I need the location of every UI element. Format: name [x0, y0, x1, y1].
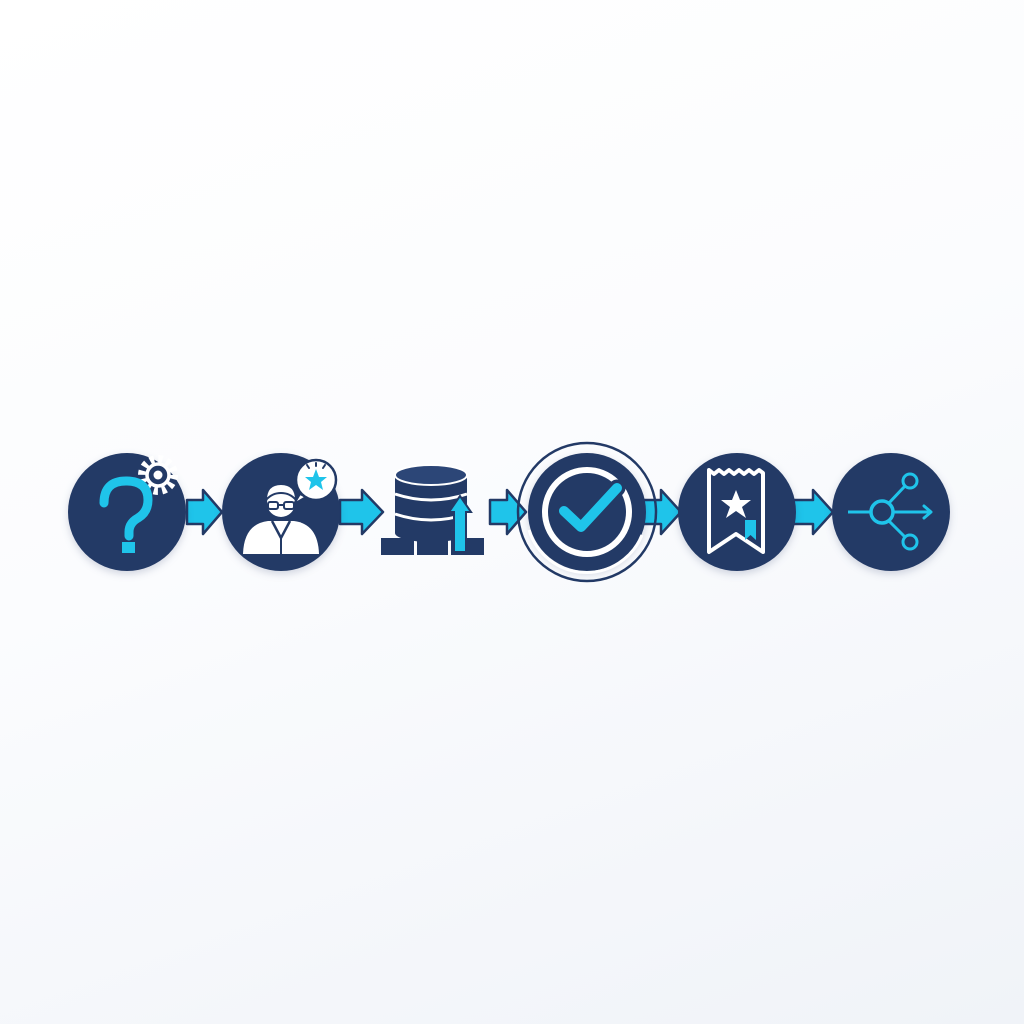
step-question — [68, 453, 186, 571]
arrow-right-icon — [185, 488, 224, 536]
step-circle — [832, 453, 950, 571]
step-checkmark — [516, 441, 658, 583]
gear-icon — [138, 455, 178, 495]
server-blocks-icon — [381, 538, 484, 555]
step-person — [222, 453, 340, 571]
ribbon-badge-icon — [707, 468, 765, 554]
question-mark-icon — [99, 476, 153, 553]
arrow-right-icon — [638, 488, 683, 536]
step-share — [832, 453, 950, 571]
arrow-right-icon — [791, 488, 835, 536]
arrow-right-icon — [488, 488, 528, 536]
step-badge — [678, 453, 796, 571]
person-icon — [243, 482, 319, 554]
share-network-icon — [848, 472, 933, 551]
outer-ring — [516, 441, 658, 583]
upload-arrow-icon — [447, 494, 473, 553]
arrow-right-icon — [338, 488, 385, 536]
checkmark-icon — [555, 479, 626, 536]
database-icon — [394, 464, 468, 542]
step-database-upload — [381, 464, 484, 555]
star-speech-bubble-icon — [293, 458, 338, 505]
glasses-icon — [267, 501, 295, 510]
inner-ring — [542, 467, 632, 557]
